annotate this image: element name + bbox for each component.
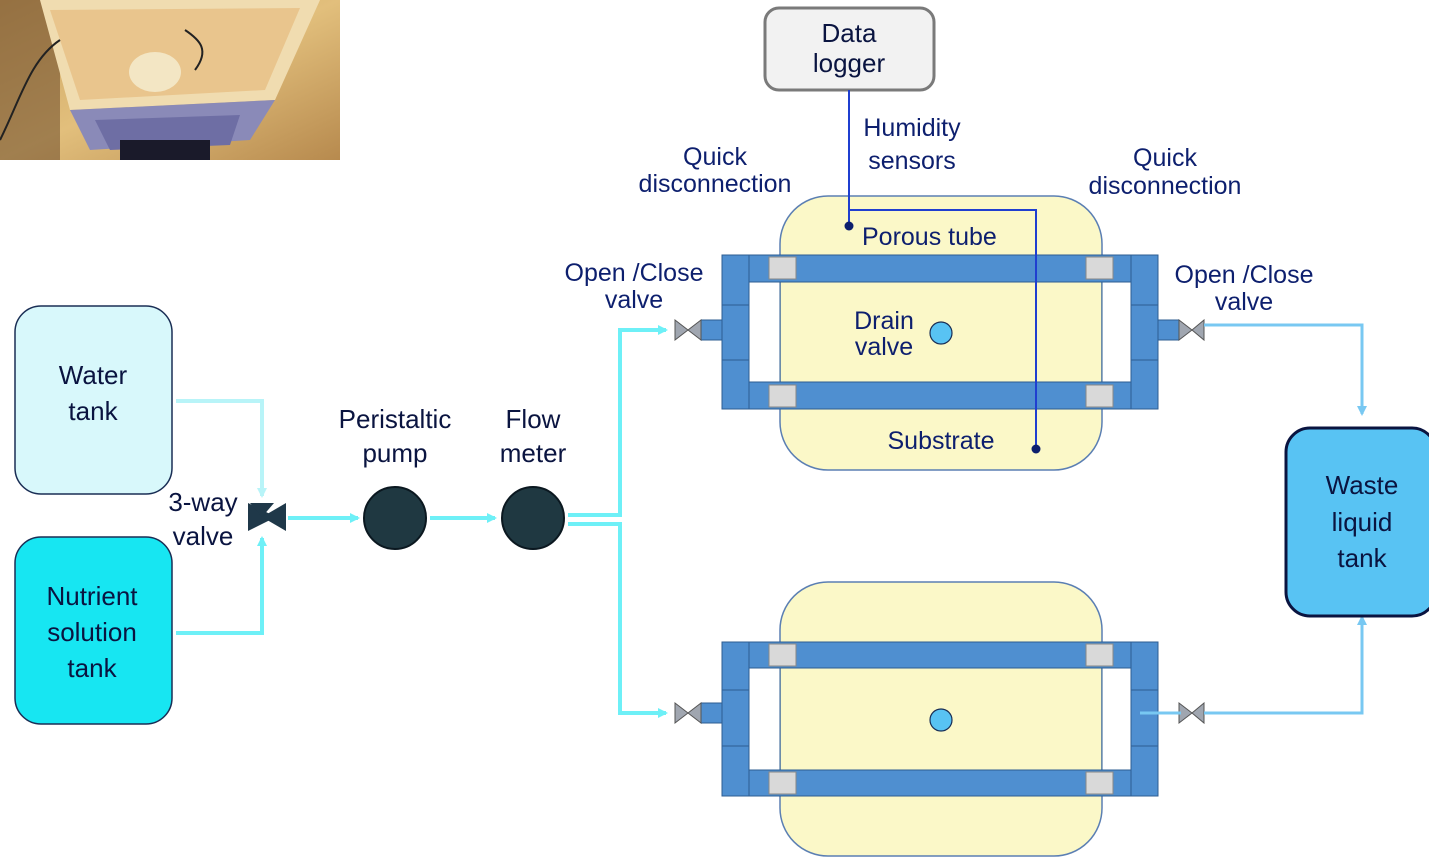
split-flow-lines xyxy=(568,325,668,718)
porous-tube-label: Porous tube xyxy=(862,223,997,251)
quick-disconnection-left-label-2: disconnection xyxy=(639,170,792,198)
humidity-sensors-label-2: sensors xyxy=(868,147,956,175)
waste-tank-label-1: Waste xyxy=(1326,470,1399,500)
peristaltic-pump-label-2: pump xyxy=(362,438,427,468)
nutrient-solution-tank: Nutrient solution tank xyxy=(14,536,173,725)
upper-drain-valve-icon xyxy=(929,321,953,345)
data-logger-label-2: logger xyxy=(813,48,886,78)
upper-outlet-valve-icon xyxy=(1178,318,1205,342)
open-close-valve-right-label-2: valve xyxy=(1215,288,1273,316)
open-close-valve-left-label-1: Open /Close xyxy=(565,259,704,287)
humidity-sensor-lines xyxy=(844,90,1041,454)
lower-drain-valve-icon xyxy=(929,708,953,732)
quick-disconnection-left-label-1: Quick xyxy=(683,143,747,171)
waste-liquid-tank: Waste liquid tank xyxy=(1284,426,1429,618)
peristaltic-pump-icon xyxy=(363,486,427,550)
waste-tank-label-3: tank xyxy=(1337,543,1387,573)
data-logger-box: Data logger xyxy=(763,6,936,92)
quick-disconnection-right-label-1: Quick xyxy=(1133,144,1197,172)
water-tank: Water tank xyxy=(14,305,173,495)
flow-meter-label-1: Flow xyxy=(506,404,561,434)
open-close-valve-left-label-2: valve xyxy=(605,286,663,314)
setup-photo xyxy=(0,0,340,160)
water-tank-label-2: tank xyxy=(68,396,118,426)
three-way-valve-icon xyxy=(248,503,286,531)
return-lines xyxy=(1140,323,1367,715)
three-way-valve-label-2: valve xyxy=(173,521,234,551)
drain-valve-label-2: valve xyxy=(855,333,913,361)
upper-inlet-valve-icon xyxy=(674,318,702,342)
substrate-label: Substrate xyxy=(887,427,994,455)
nutrient-tank-label-1: Nutrient xyxy=(46,581,138,611)
lower-inlet-valve-icon xyxy=(674,701,702,725)
water-tank-label-1: Water xyxy=(59,360,128,390)
tank-feed-lines xyxy=(176,399,267,635)
three-way-valve-label-1: 3-way xyxy=(168,487,237,517)
flow-meter-label-2: meter xyxy=(500,438,567,468)
nutrient-tank-label-2: solution xyxy=(47,617,137,647)
nutrient-tank-label-3: tank xyxy=(67,653,117,683)
humidity-sensors-label-1: Humidity xyxy=(863,114,961,142)
quick-disconnection-right-label-2: disconnection xyxy=(1089,172,1242,200)
drain-valve-label-1: Drain xyxy=(854,307,914,335)
waste-tank-label-2: liquid xyxy=(1332,507,1393,537)
open-close-valve-right-label-1: Open /Close xyxy=(1175,261,1314,289)
lower-outlet-valve-icon xyxy=(1178,701,1205,725)
peristaltic-pump-label-1: Peristaltic xyxy=(339,404,452,434)
data-logger-label-1: Data xyxy=(822,18,877,48)
flow-meter-icon xyxy=(501,486,565,550)
